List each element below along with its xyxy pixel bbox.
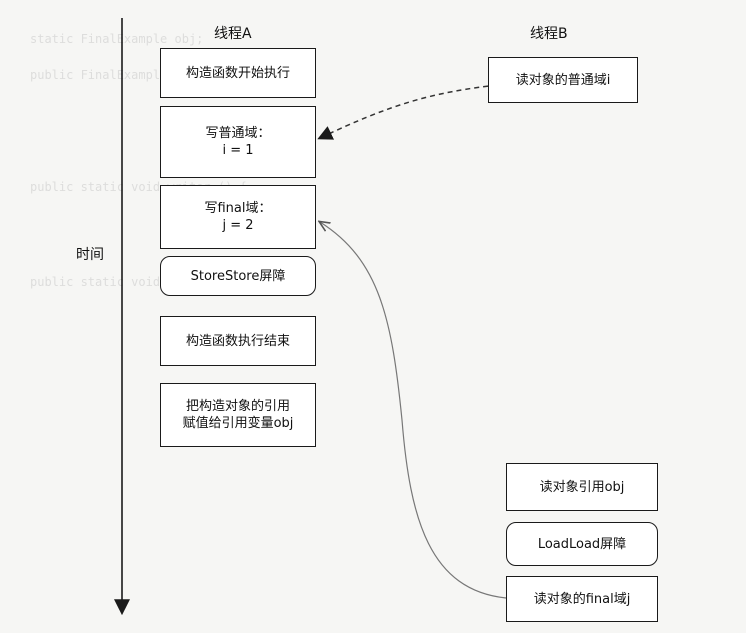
box-read-final-field: 读对象的final域j bbox=[506, 576, 658, 622]
thread-a-title: 线程A bbox=[214, 26, 252, 42]
thread-b-title: 线程B bbox=[530, 26, 568, 42]
final-read-arrow bbox=[320, 222, 507, 599]
box-assign-reference: 把构造对象的引用 赋值给引用变量obj bbox=[160, 383, 316, 447]
dashed-read-arrow bbox=[317, 83, 507, 140]
box-constructor-end: 构造函数执行结束 bbox=[160, 316, 316, 366]
box-write-normal-field: 写普通域： i = 1 bbox=[160, 106, 316, 178]
time-label: 时间 bbox=[76, 247, 104, 263]
box-loadload-barrier: LoadLoad屏障 bbox=[506, 522, 658, 566]
box-read-normal-field: 读对象的普通域i bbox=[488, 57, 638, 103]
background-ghost-text: static FinalExample obj; bbox=[30, 32, 204, 46]
box-read-object-reference: 读对象引用obj bbox=[506, 463, 658, 511]
box-storestore-barrier: StoreStore屏障 bbox=[160, 256, 316, 296]
box-constructor-start: 构造函数开始执行 bbox=[160, 48, 316, 98]
box-write-final-field: 写final域： j = 2 bbox=[160, 185, 316, 249]
